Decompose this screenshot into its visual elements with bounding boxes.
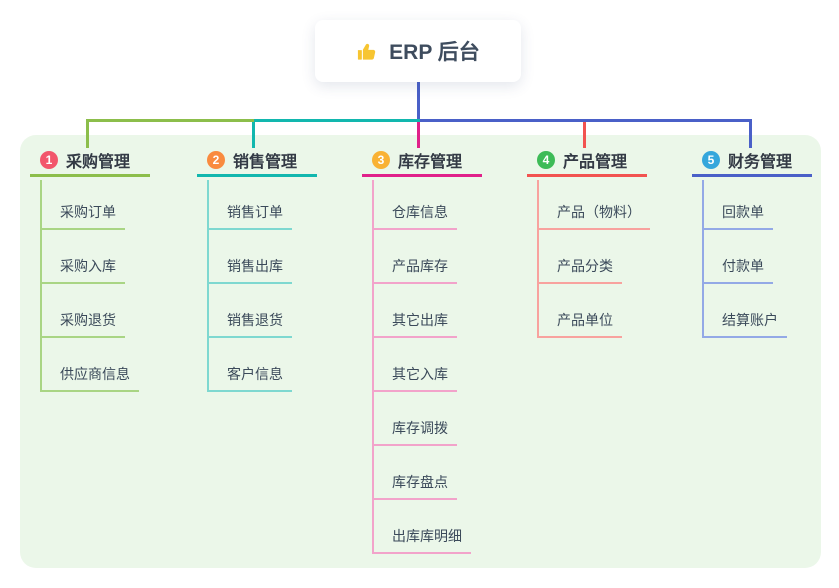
sub-item[interactable]: 采购退货: [42, 284, 125, 338]
branch-label: 销售管理: [233, 154, 298, 171]
root-node-label: ERP 后台: [389, 41, 480, 64]
branch-label: 财务管理: [728, 154, 793, 171]
connector-horizontal-blue: [420, 119, 752, 122]
branches-background-panel: [20, 135, 821, 568]
sub-item[interactable]: 客户信息: [209, 338, 292, 392]
branch-items-product: 产品（物料） 产品分类 产品单位: [537, 180, 650, 338]
sub-item[interactable]: 产品（物料）: [539, 180, 650, 230]
branch-label: 库存管理: [398, 154, 463, 171]
sub-item[interactable]: 产品分类: [539, 230, 622, 284]
sub-item[interactable]: 库存盘点: [374, 446, 457, 500]
root-node[interactable]: ERP 后台: [315, 20, 521, 82]
sub-item[interactable]: 仓库信息: [374, 180, 457, 230]
sub-item[interactable]: 采购入库: [42, 230, 125, 284]
branch-number-badge: 1: [40, 151, 58, 169]
sub-item[interactable]: 销售出库: [209, 230, 292, 284]
connector-drop-finance: [749, 119, 752, 148]
root-connector-line: [417, 82, 420, 120]
connector-drop-product: [583, 122, 586, 148]
branch-items-finance: 回款单 付款单 结算账户: [702, 180, 787, 338]
branch-number-badge: 3: [372, 151, 390, 169]
branch-items-inventory: 仓库信息 产品库存 其它出库 其它入库 库存调拨 库存盘点 出库库明细: [372, 180, 471, 554]
connector-drop-inventory: [417, 122, 420, 148]
connector-horizontal-teal: [254, 119, 420, 122]
branch-number-badge: 2: [207, 151, 225, 169]
sub-item[interactable]: 回款单: [704, 180, 773, 230]
branch-header-sales[interactable]: 2 销售管理: [197, 146, 317, 177]
sub-item[interactable]: 产品单位: [539, 284, 622, 338]
sub-item[interactable]: 销售退货: [209, 284, 292, 338]
branch-items-sales: 销售订单 销售出库 销售退货 客户信息: [207, 180, 292, 392]
sub-item[interactable]: 销售订单: [209, 180, 292, 230]
sub-item[interactable]: 供应商信息: [42, 338, 139, 392]
branch-label: 采购管理: [66, 154, 131, 171]
sub-item[interactable]: 采购订单: [42, 180, 125, 230]
branch-number-badge: 4: [537, 151, 555, 169]
branch-header-finance[interactable]: 5 财务管理: [692, 146, 812, 177]
branch-number-badge: 5: [702, 151, 720, 169]
connector-horizontal-green: [86, 119, 254, 122]
sub-item[interactable]: 其它入库: [374, 338, 457, 392]
sub-item[interactable]: 库存调拨: [374, 392, 457, 446]
sub-item[interactable]: 产品库存: [374, 230, 457, 284]
branch-items-purchase: 采购订单 采购入库 采购退货 供应商信息: [40, 180, 139, 392]
sub-item[interactable]: 付款单: [704, 230, 773, 284]
sub-item[interactable]: 结算账户: [704, 284, 787, 338]
branch-header-product[interactable]: 4 产品管理: [527, 146, 647, 177]
connector-drop-sales: [252, 122, 255, 148]
sub-item[interactable]: 其它出库: [374, 284, 457, 338]
branch-header-inventory[interactable]: 3 库存管理: [362, 146, 482, 177]
connector-drop-purchase: [86, 119, 89, 148]
branch-header-purchase[interactable]: 1 采购管理: [30, 146, 150, 177]
sub-item[interactable]: 出库库明细: [374, 500, 471, 554]
branch-label: 产品管理: [563, 154, 628, 171]
thumbs-up-icon: [356, 40, 379, 63]
